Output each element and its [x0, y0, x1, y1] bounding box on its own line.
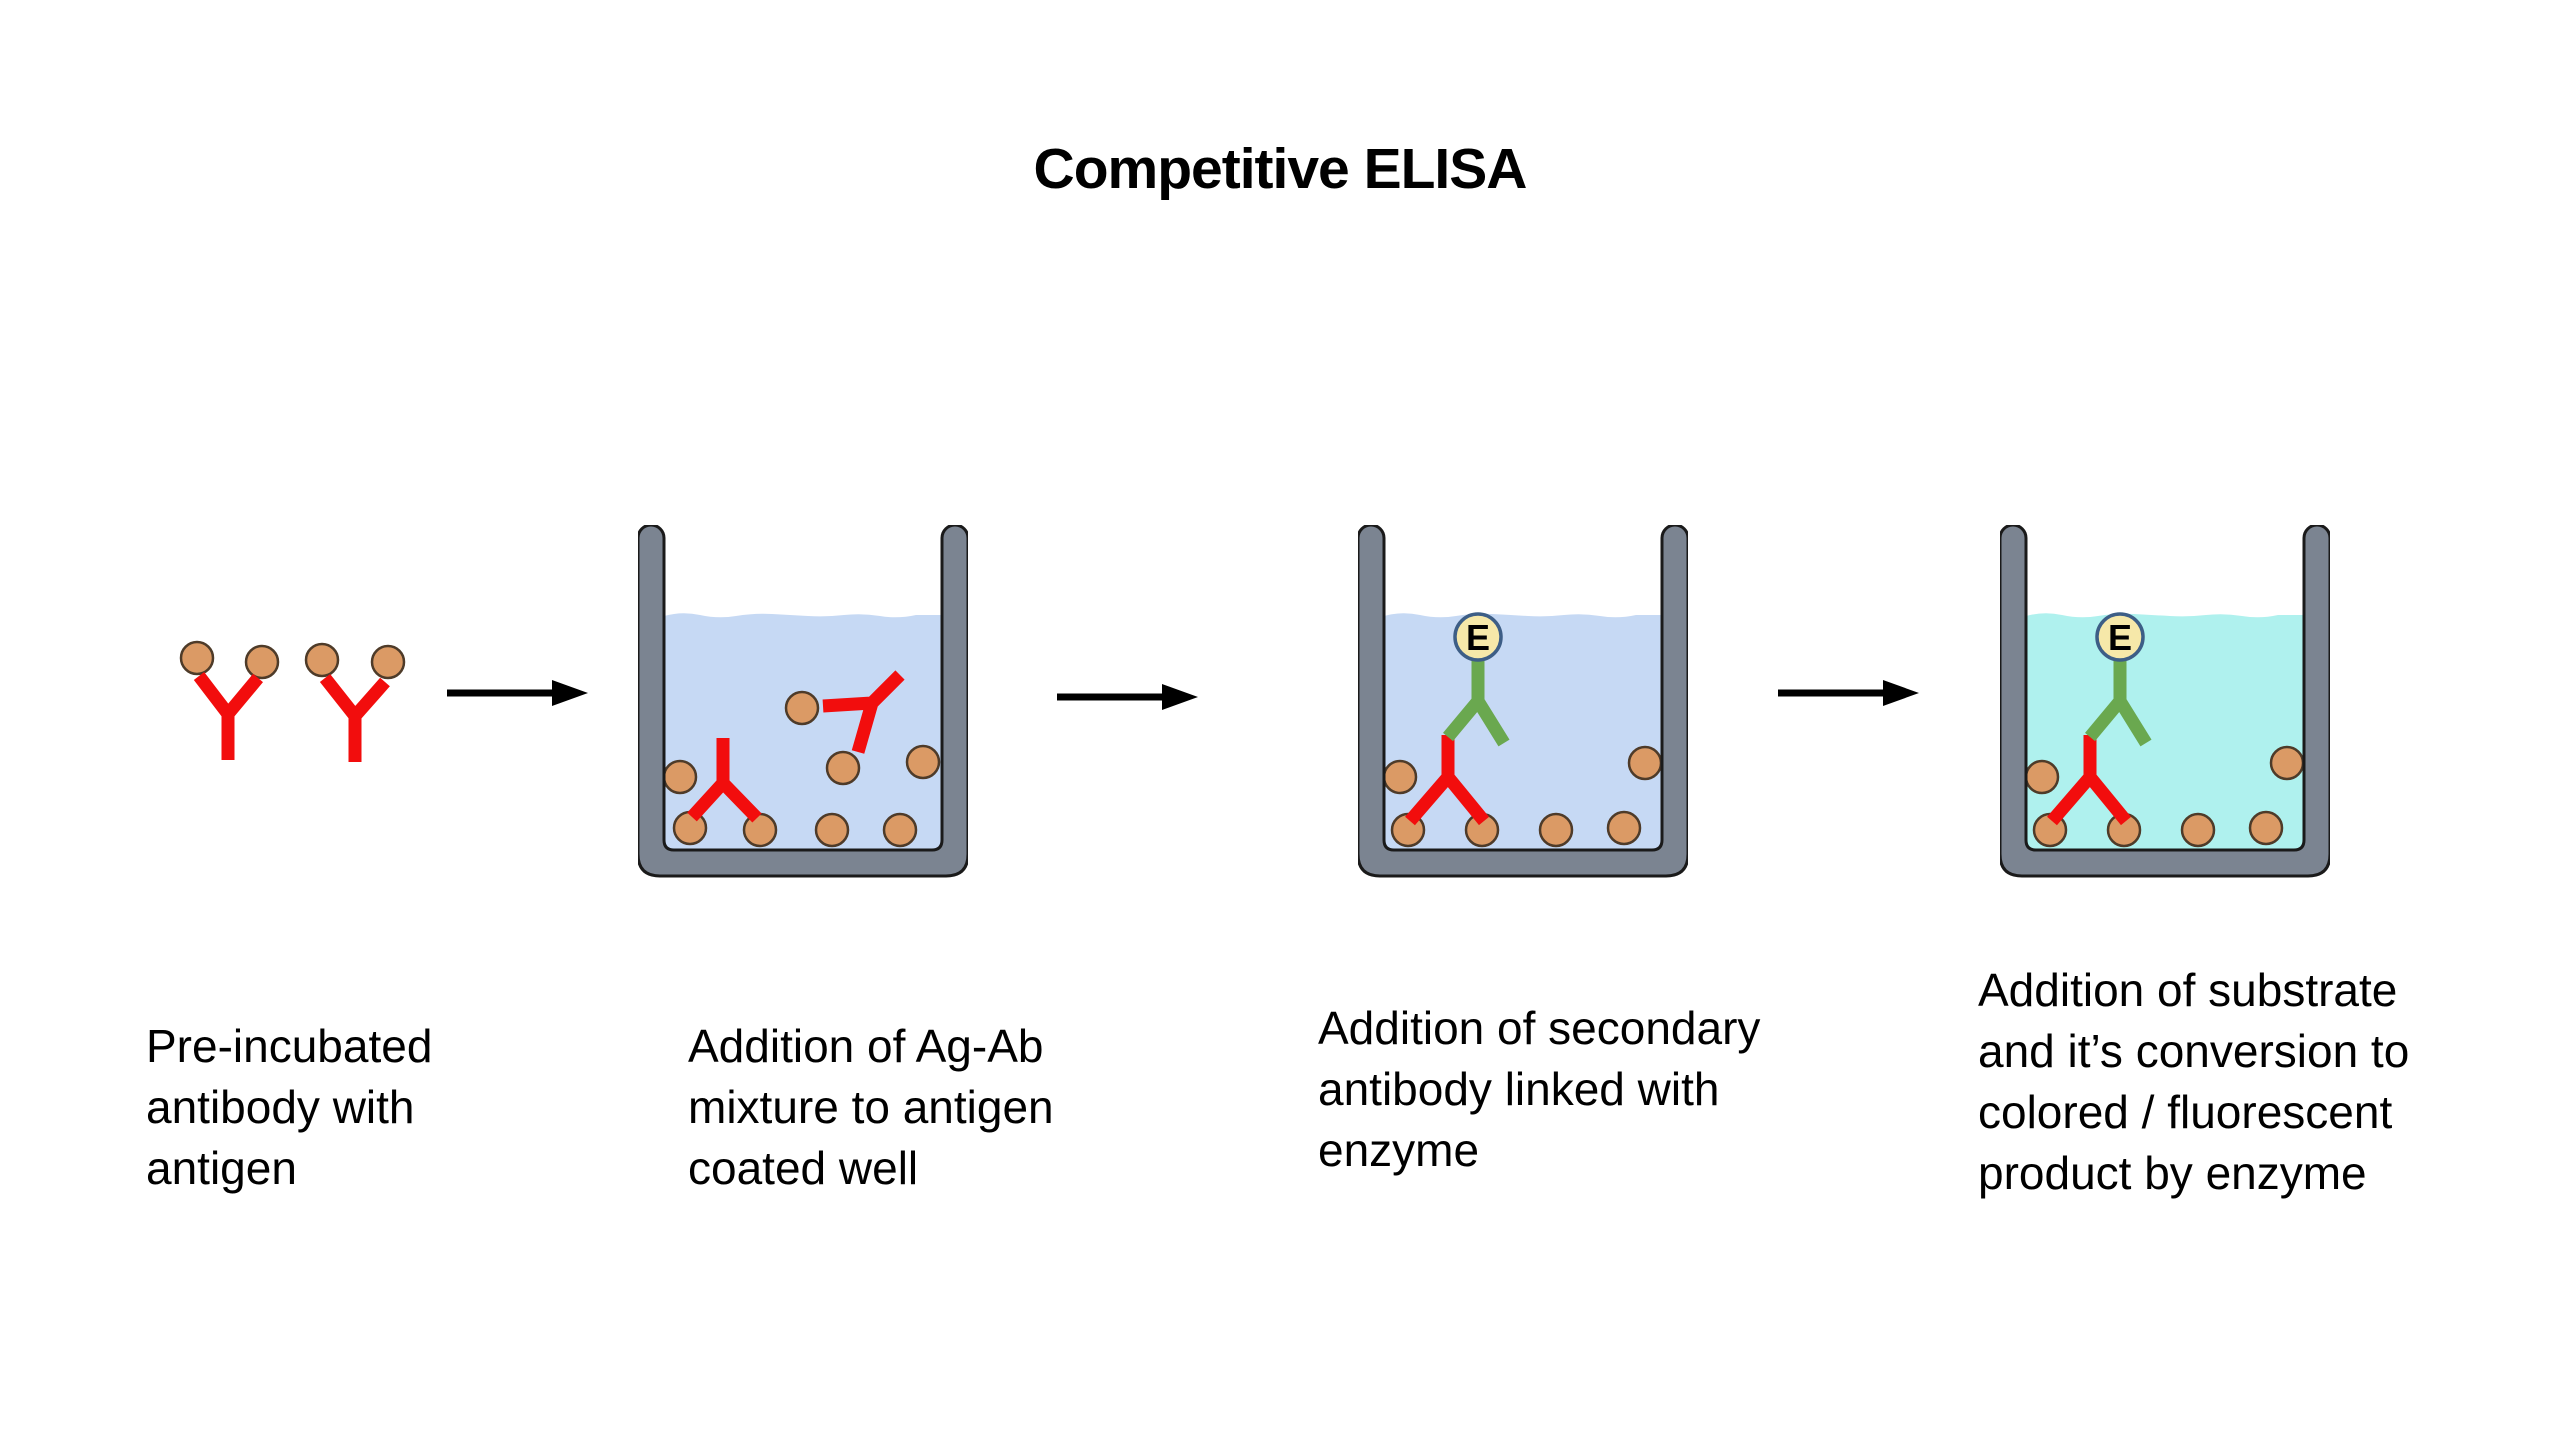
stage1-label-line: Pre-incubated — [146, 1020, 433, 1072]
antibody-antigen-complex — [304, 642, 406, 762]
antigen-icon — [2024, 759, 2060, 795]
antigen-icon — [882, 812, 918, 848]
stage4-label-line: product by enzyme — [1978, 1147, 2367, 1199]
preincubated-complexes-graphic — [179, 640, 406, 762]
primary-antibody-icon — [2047, 735, 2132, 826]
stage2-label-line: coated well — [688, 1142, 919, 1194]
microwell-stage4: E — [2000, 525, 2330, 878]
well-wall — [638, 525, 968, 878]
antigen-icon — [179, 640, 215, 676]
antigen-icon — [1382, 759, 1418, 795]
antigen-icon — [662, 759, 698, 795]
antigen-icon — [1606, 810, 1642, 846]
antigen-icon — [2180, 812, 2216, 848]
well-wall — [1358, 525, 1688, 878]
stage2-label-line: Addition of Ag-Ab — [688, 1020, 1044, 1072]
antigen-icon — [825, 750, 861, 786]
secondary-antibody-icon — [1443, 660, 1510, 747]
well-wall — [2000, 525, 2330, 878]
arrow-head — [1883, 680, 1919, 706]
primary-antibody-icon — [319, 673, 390, 762]
detection-complex: E — [2032, 612, 2152, 848]
antigen-icon — [304, 642, 340, 678]
flow-arrow-icon — [1057, 684, 1198, 710]
primary-antibody-icon — [687, 738, 762, 823]
antigen-icon — [2248, 810, 2284, 846]
detection-complex: E — [1390, 612, 1510, 848]
antibody-antigen-complex — [784, 670, 905, 754]
stage4-label-line: Addition of substrate — [1978, 964, 2398, 1016]
stage2-label-line: mixture to antigen — [688, 1081, 1054, 1133]
stage4-label-line: colored / fluorescent — [1978, 1086, 2393, 1138]
antigen-icon — [2269, 745, 2305, 781]
stage4-label: Addition of substrate and it’s conversio… — [1978, 960, 2409, 1204]
stage3-label-line: Addition of secondary — [1318, 1002, 1761, 1054]
enzyme-badge — [2095, 612, 2145, 662]
antigen-icon — [814, 812, 850, 848]
enzyme-label: E — [2108, 617, 2132, 658]
antibody-antigen-complex — [672, 738, 778, 848]
stage4-label-line: and it’s conversion to — [1978, 1025, 2410, 1077]
primary-antibody-icon — [822, 670, 905, 754]
antigen-icon — [244, 644, 280, 680]
stage1-label-line: antigen — [146, 1142, 297, 1194]
flow-arrow-icon — [1778, 680, 1919, 706]
arrow-head — [552, 680, 588, 706]
stage1-label-line: antibody with — [146, 1081, 415, 1133]
antigen-icon — [672, 810, 708, 846]
microwell-stage2 — [638, 525, 968, 878]
primary-antibody-icon — [1405, 735, 1490, 826]
antigen-icon — [1627, 745, 1663, 781]
primary-antibody-icon — [193, 672, 263, 760]
arrow-head — [1162, 684, 1198, 710]
microwell-stage3: E — [1358, 525, 1688, 878]
stage3-label: Addition of secondary antibody linked wi… — [1318, 998, 1760, 1181]
stage3-label-line: enzyme — [1318, 1124, 1480, 1176]
antibody-antigen-complex — [179, 640, 280, 760]
stage2-label: Addition of Ag-Ab mixture to antigen coa… — [688, 1016, 1054, 1199]
enzyme-label: E — [1466, 617, 1490, 658]
stage1-label: Pre-incubated antibody with antigen — [146, 1016, 432, 1199]
enzyme-badge — [1453, 612, 1503, 662]
diagram-title: Competitive ELISA — [1033, 137, 1528, 201]
stage3-label-line: antibody linked with — [1318, 1063, 1720, 1115]
antigen-icon — [905, 744, 941, 780]
flow-arrow-icon — [447, 680, 588, 706]
antigen-icon — [370, 644, 406, 680]
antigen-icon — [784, 690, 820, 726]
secondary-antibody-icon — [2085, 660, 2152, 747]
antigen-icon — [1538, 812, 1574, 848]
